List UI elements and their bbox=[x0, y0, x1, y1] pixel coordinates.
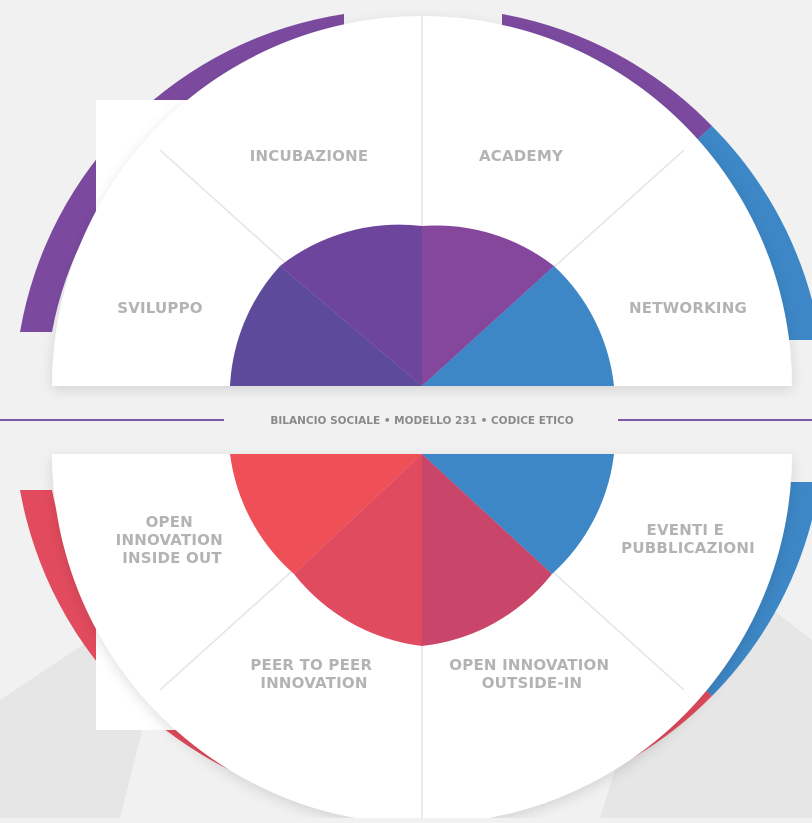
segment-label-incubazione: INCUBAZIONE bbox=[250, 147, 369, 165]
bottom-inner-slice-outside-in bbox=[422, 454, 552, 646]
top-inner-slice-networking bbox=[422, 266, 614, 386]
segment-label-networking: NETWORKING bbox=[629, 299, 747, 317]
segment-label-outside-in: OPEN INNOVATION OUTSIDE-IN bbox=[449, 656, 614, 692]
segment-label-sviluppo: SVILUPPO bbox=[117, 299, 203, 317]
bottom-inner-slice-inside-out bbox=[230, 454, 422, 574]
segment-label-inside-out: OPEN INNOVATION INSIDE OUT bbox=[116, 513, 229, 567]
divider-band: BILANCIO SOCIALE • MODELLO 231 • CODICE … bbox=[0, 415, 812, 427]
segment-label-peer-to-peer: PEER TO PEER INNOVATION bbox=[250, 656, 377, 692]
bottom-inner-slice-eventi bbox=[422, 454, 614, 574]
divider-text: BILANCIO SOCIALE • MODELLO 231 • CODICE … bbox=[270, 415, 573, 427]
segment-label-academy: ACADEMY bbox=[479, 147, 564, 165]
top-inner-slice-academy bbox=[422, 225, 554, 386]
top-half: SVILUPPO INCUBAZIONE ACADEMY NETWORKING bbox=[20, 14, 812, 387]
top-inner-slice-sviluppo bbox=[230, 266, 422, 386]
bottom-inner-slice-peer-to-peer bbox=[294, 454, 422, 646]
segment-label-eventi: EVENTI E PUBBLICAZIONI bbox=[621, 521, 755, 557]
bottom-half: OPEN INNOVATION INSIDE OUT PEER TO PEER … bbox=[20, 453, 812, 823]
top-inner-slice-incubazione bbox=[280, 224, 422, 386]
